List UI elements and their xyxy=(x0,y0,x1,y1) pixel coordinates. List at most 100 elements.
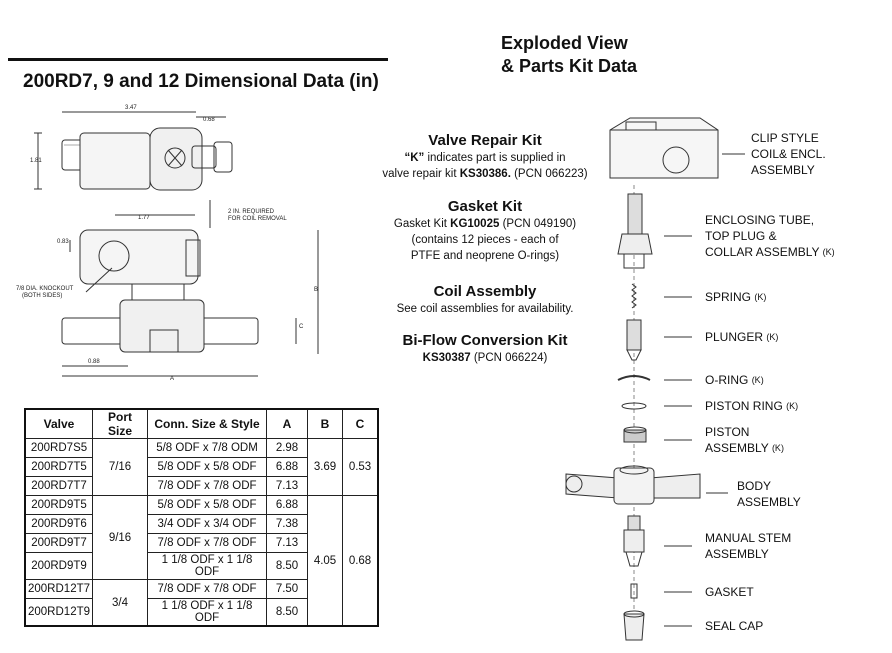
header-c: C xyxy=(342,408,379,439)
dim-347: 3.47 xyxy=(125,105,137,111)
table-header-row: Valve Port Size Conn. Size & Style A B C xyxy=(24,408,379,439)
label-gasket: GASKET xyxy=(705,585,754,599)
valve-repair-kit: Valve Repair Kit “K” indicates part is s… xyxy=(345,131,625,182)
oring-part xyxy=(617,375,651,381)
cell-c: 0.68 xyxy=(342,495,379,627)
cell-a: 2.98 xyxy=(266,438,309,458)
cell-conn: 1 1/8 ODF x 1 1/8 ODF xyxy=(147,598,268,627)
enclosing-tube-part xyxy=(617,193,653,269)
cell-a: 6.88 xyxy=(266,495,309,515)
cell-a: 7.13 xyxy=(266,476,309,496)
cell-port-size: 3/4 xyxy=(92,579,149,627)
cell-b: 3.69 xyxy=(307,438,344,496)
cell-port-size: 7/16 xyxy=(92,438,149,496)
cell-c: 0.53 xyxy=(342,438,379,496)
coil-assembly-line1: See coil assemblies for availability. xyxy=(396,303,574,315)
plunger-part xyxy=(626,319,642,361)
cell-conn: 7/8 ODF x 7/8 ODF xyxy=(147,476,268,496)
cell-conn: 5/8 ODF x 5/8 ODF xyxy=(147,495,268,515)
dimensional-data-title: 200RD7, 9 and 12 Dimensional Data (in) xyxy=(23,71,379,92)
cell-conn: 3/4 ODF x 3/4 ODF xyxy=(147,514,268,534)
cell-valve: 200RD7T5 xyxy=(24,457,94,477)
dim-181: 1.81 xyxy=(30,158,42,164)
cell-valve: 200RD7S5 xyxy=(24,438,94,458)
dim-a: A xyxy=(170,376,174,382)
spring-part xyxy=(631,283,637,309)
table-row: 200RD12T9 1 1/8 ODF x 1 1/8 ODF 8.50 xyxy=(24,598,378,627)
coil-clearance-note-1: 2 IN. REQUIRED xyxy=(228,209,275,215)
dimensional-table: Valve Port Size Conn. Size & Style A B C… xyxy=(24,408,380,627)
dim-088: 0.88 xyxy=(88,359,100,365)
label-enclosing-tube: ENCLOSING TUBE,TOP PLUG & COLLAR ASSEMBL… xyxy=(705,213,835,259)
table-row: 200RD9T9 1 1/8 ODF x 1 1/8 ODF 8.50 xyxy=(24,552,378,580)
table-row: 200RD9T6 3/4 ODF x 3/4 ODF 7.38 xyxy=(24,514,378,534)
cell-conn: 7/8 ODF x 7/8 ODF xyxy=(147,579,268,599)
cell-valve: 200RD12T7 xyxy=(24,579,94,599)
biflow-kit: Bi-Flow Conversion Kit KS30387 (PCN 0662… xyxy=(345,331,625,366)
cell-conn: 5/8 ODF x 5/8 ODF xyxy=(147,457,268,477)
biflow-kit-line1: KS30387 (PCN 066224) xyxy=(422,352,548,364)
exploded-parts xyxy=(565,117,719,641)
knockout-note-1: 7/8 DIA. KNOCKOUT xyxy=(16,286,74,292)
cell-a: 7.13 xyxy=(266,533,309,553)
title-rule xyxy=(8,58,388,61)
exploded-view-title-line1: Exploded View xyxy=(501,33,628,53)
label-piston-ring: PISTON RING (K) xyxy=(705,399,799,413)
cell-valve: 200RD9T5 xyxy=(24,495,94,515)
cell-a: 8.50 xyxy=(266,598,309,627)
exploded-view-title-line2: & Parts Kit Data xyxy=(501,56,638,76)
cell-a: 8.50 xyxy=(266,552,309,580)
cell-valve: 200RD12T9 xyxy=(24,598,94,627)
valve-repair-kit-line2: valve repair kit KS30386. (PCN 066223) xyxy=(382,168,588,180)
label-oring: O-RING (K) xyxy=(705,373,764,387)
gasket-kit-line1: Gasket Kit KG10025 (PCN 049190) xyxy=(393,218,577,230)
cell-conn: 7/8 ODF x 7/8 ODF xyxy=(147,533,268,553)
cell-conn: 5/8 ODF x 7/8 ODM xyxy=(147,438,268,458)
table-row: 200RD7T7 7/8 ODF x 7/8 ODF 7.13 xyxy=(24,476,378,496)
exploded-view-title: Exploded View & Parts Kit Data xyxy=(501,32,637,78)
header-b: B xyxy=(307,408,344,439)
dim-068: 0.68 xyxy=(203,117,215,123)
cell-valve: 200RD9T9 xyxy=(24,552,94,580)
label-piston-assembly: PISTON ASSEMBLY (K) xyxy=(705,425,784,455)
coil-enclosure-part xyxy=(609,117,719,179)
knockout-note-2: (BOTH SIDES) xyxy=(22,293,62,299)
header-valve: Valve xyxy=(24,408,94,439)
sealcap-part xyxy=(623,613,645,641)
table-row: 200RD7S5 7/16 5/8 ODF x 7/8 ODM 2.98 3.6… xyxy=(24,438,379,496)
table-row: 200RD12T7 3/4 7/8 ODF x 7/8 ODF 7.50 xyxy=(24,579,378,627)
gasket-kit-line2: (contains 12 pieces - each of xyxy=(411,234,559,246)
table-row: 200RD9T7 7/8 ODF x 7/8 ODF 7.13 xyxy=(24,533,378,553)
label-spring: SPRING (K) xyxy=(705,290,767,304)
cell-valve: 200RD7T7 xyxy=(24,476,94,496)
dim-c: C xyxy=(299,324,304,330)
header-a: A xyxy=(266,408,309,439)
table-row: 200RD7T5 5/8 ODF x 5/8 ODF 6.88 xyxy=(24,457,378,477)
gasket-kit: Gasket Kit Gasket Kit KG10025 (PCN 04919… xyxy=(345,197,625,264)
coil-clearance-note-2: FOR COIL REMOVAL xyxy=(228,216,287,222)
pistonring-part xyxy=(621,402,647,410)
gasket-part xyxy=(630,583,638,599)
label-plunger: PLUNGER (K) xyxy=(705,330,779,344)
cell-a: 7.50 xyxy=(266,579,309,599)
dim-177: 1.77 xyxy=(138,215,150,221)
header-port-size: Port Size xyxy=(92,408,149,439)
cell-a: 6.88 xyxy=(266,457,309,477)
valve-repair-kit-title: Valve Repair Kit xyxy=(428,132,542,149)
gasket-kit-line3: PTFE and neoprene O-rings) xyxy=(410,250,560,262)
cell-port-size: 9/16 xyxy=(92,495,149,580)
header-conn-size: Conn. Size & Style xyxy=(147,408,268,439)
valve-side-view xyxy=(61,229,319,377)
gasket-kit-title: Gasket Kit xyxy=(447,198,523,215)
cell-valve: 200RD9T6 xyxy=(24,514,94,534)
coil-assembly-title: Coil Assembly xyxy=(433,283,537,300)
cell-a: 7.38 xyxy=(266,514,309,534)
coil-assembly: Coil Assembly See coil assemblies for av… xyxy=(345,282,625,317)
piston-part xyxy=(623,426,647,443)
valve-repair-kit-line1: “K” indicates part is supplied in xyxy=(404,152,566,164)
label-seal-cap: SEAL CAP xyxy=(705,619,764,633)
